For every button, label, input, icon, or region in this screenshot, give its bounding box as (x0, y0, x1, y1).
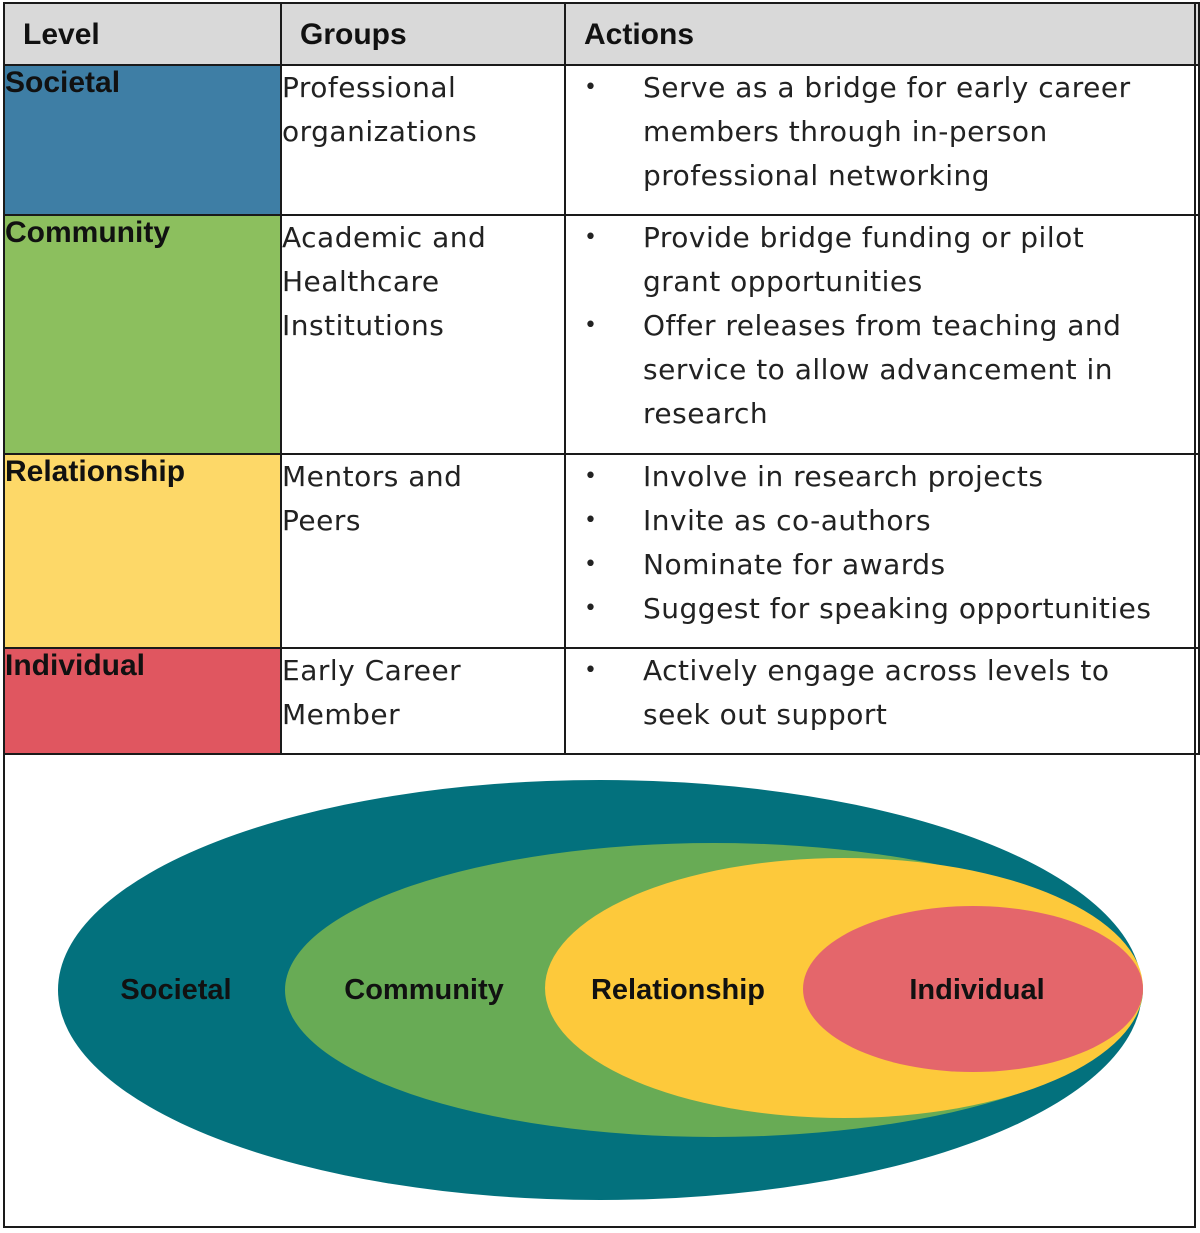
header-level: Level (3, 2, 282, 66)
action-line: Provide bridge funding or pilot (643, 221, 1085, 254)
action-item: Suggest for speaking opportunities (566, 587, 1198, 631)
action-item: Serve as a bridge for early career membe… (566, 66, 1198, 198)
level-label: Societal (5, 66, 121, 99)
action-line: grant opportunities (643, 265, 923, 298)
action-list: Actively engage across levels to seek ou… (566, 649, 1198, 737)
ellipse-label-individual: Individual (909, 974, 1044, 1006)
action-item: Nominate for awards (566, 543, 1198, 587)
actions-cell-community: Provide bridge funding or pilot grant op… (564, 214, 1200, 455)
row-community: Community Academic and Healthcare Instit… (3, 214, 1200, 455)
level-label: Relationship (5, 455, 186, 488)
action-line: professional networking (643, 159, 991, 192)
action-line: Invite as co-authors (643, 504, 932, 537)
group-line: Mentors and (282, 460, 463, 493)
actions-cell-societal: Serve as a bridge for early career membe… (564, 64, 1200, 216)
level-cell-societal: Societal (3, 64, 282, 216)
level-label: Community (5, 216, 170, 249)
row-societal: Societal Professional organizations Serv… (3, 64, 1200, 216)
group-line: Early Career (282, 654, 462, 687)
action-line: service to allow advancement in (643, 353, 1114, 386)
group-cell-relationship: Mentors and Peers (280, 453, 566, 649)
action-line: Suggest for speaking opportunities (643, 592, 1152, 625)
ellipse-label-community: Community (344, 974, 504, 1006)
action-list: Involve in research projects Invite as c… (566, 455, 1198, 631)
header-actions: Actions (564, 2, 1200, 66)
level-cell-relationship: Relationship (3, 453, 282, 649)
action-item: Invite as co-authors (566, 499, 1198, 543)
action-item: Actively engage across levels to seek ou… (566, 649, 1198, 737)
action-list: Serve as a bridge for early career membe… (566, 66, 1198, 198)
group-cell-societal: Professional organizations (280, 64, 566, 216)
action-line: members through in-person (643, 115, 1048, 148)
nested-levels-diagram: Societal Community Relationship Individu… (58, 780, 1143, 1200)
action-item: Involve in research projects (566, 455, 1198, 499)
group-line: Healthcare (282, 265, 440, 298)
row-relationship: Relationship Mentors and Peers Involve i… (3, 453, 1200, 649)
ellipse-label-relationship: Relationship (591, 974, 765, 1006)
group-line: Member (282, 698, 401, 731)
group-cell-individual: Early Career Member (280, 647, 566, 755)
action-list: Provide bridge funding or pilot grant op… (566, 216, 1198, 436)
header-row: Level Groups Actions (3, 2, 1200, 66)
ellipse-individual (803, 906, 1143, 1072)
level-label: Individual (5, 649, 146, 682)
actions-cell-individual: Actively engage across levels to seek ou… (564, 647, 1200, 755)
action-line: Offer releases from teaching and (643, 309, 1122, 342)
ellipse-label-societal: Societal (120, 974, 231, 1006)
group-cell-community: Academic and Healthcare Institutions (280, 214, 566, 455)
levels-table: Level Groups Actions Societal Profession… (3, 2, 1200, 755)
action-line: Actively engage across levels to (643, 654, 1110, 687)
group-line: organizations (282, 115, 478, 148)
row-individual: Individual Early Career Member Actively … (3, 647, 1200, 755)
header-groups: Groups (280, 2, 566, 66)
action-item: Offer releases from teaching and service… (566, 304, 1198, 436)
action-line: seek out support (643, 698, 888, 731)
group-line: Academic and (282, 221, 487, 254)
action-line: research (643, 397, 769, 430)
action-line: Involve in research projects (643, 460, 1044, 493)
action-line: Serve as a bridge for early career (643, 71, 1131, 104)
level-cell-individual: Individual (3, 647, 282, 755)
actions-cell-relationship: Involve in research projects Invite as c… (564, 453, 1200, 649)
action-item: Provide bridge funding or pilot grant op… (566, 216, 1198, 304)
group-line: Professional (282, 71, 457, 104)
group-line: Peers (282, 504, 361, 537)
action-line: Nominate for awards (643, 548, 946, 581)
level-cell-community: Community (3, 214, 282, 455)
group-line: Institutions (282, 309, 445, 342)
figure-border (3, 2, 1196, 1228)
